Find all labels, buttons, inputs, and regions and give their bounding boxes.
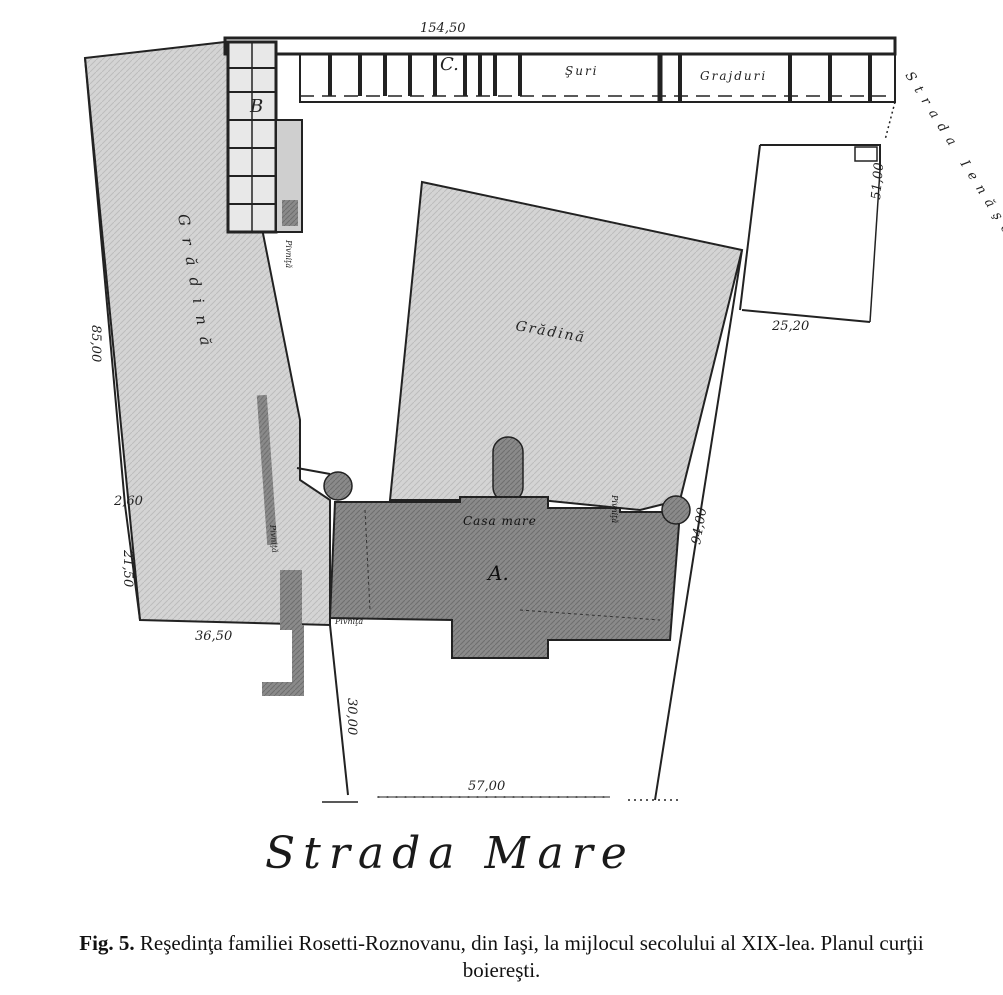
label-strada-mare: Strada Mare [265,828,635,879]
dim-entry: 30,00 [344,698,359,735]
garden-center [388,180,744,512]
figure-caption: Fig. 5. Reşedinţa familiei Rosetti-Rozno… [40,930,963,984]
label-pivnita-2: Pivniţă [268,523,280,553]
dim-right-offset: 25,20 [771,319,809,334]
building-c [223,36,897,103]
label-b: B [249,96,263,117]
building-b [226,40,303,234]
dim-top: 154,50 [420,21,466,36]
boundary [84,57,743,801]
dim-street-front: 57,00 [468,779,505,794]
dim-right-upper: 51,00 [869,162,887,200]
street-frontage [322,796,680,803]
label-pivnita-3: Pivniţă [610,494,619,523]
courtyard-plan: 154,50 85,00 94,00 51,00 25,20 36,50 2,6… [83,21,1003,879]
label-grajduri: Grajduri [700,69,767,83]
label-a: A. [486,561,509,585]
cellar-strip [256,394,304,696]
label-c: C. [440,54,459,75]
dim-left: 85,00 [88,325,103,362]
label-strada-side: Strada Ienăşească [902,69,1003,295]
caption-text: Reşedinţa familiei Rosetti-Roznovanu, di… [139,931,924,982]
label-pivnita-1: Pivniţă [284,239,293,268]
dim-right-court: 94,00 [689,506,710,545]
caption-fig: Fig. 5. [79,931,135,955]
label-casa-mare: Casa mare [463,514,537,528]
dim-bottom-left: 36,50 [195,629,232,644]
dim-left-lower: 21,50 [120,549,135,587]
dim-left-small: 2,60 [113,494,143,509]
casa-mare [296,436,691,659]
label-sura: Şuri [565,64,599,78]
right-lot [739,101,896,323]
label-pivnita-4: Pivniţă [334,617,363,626]
